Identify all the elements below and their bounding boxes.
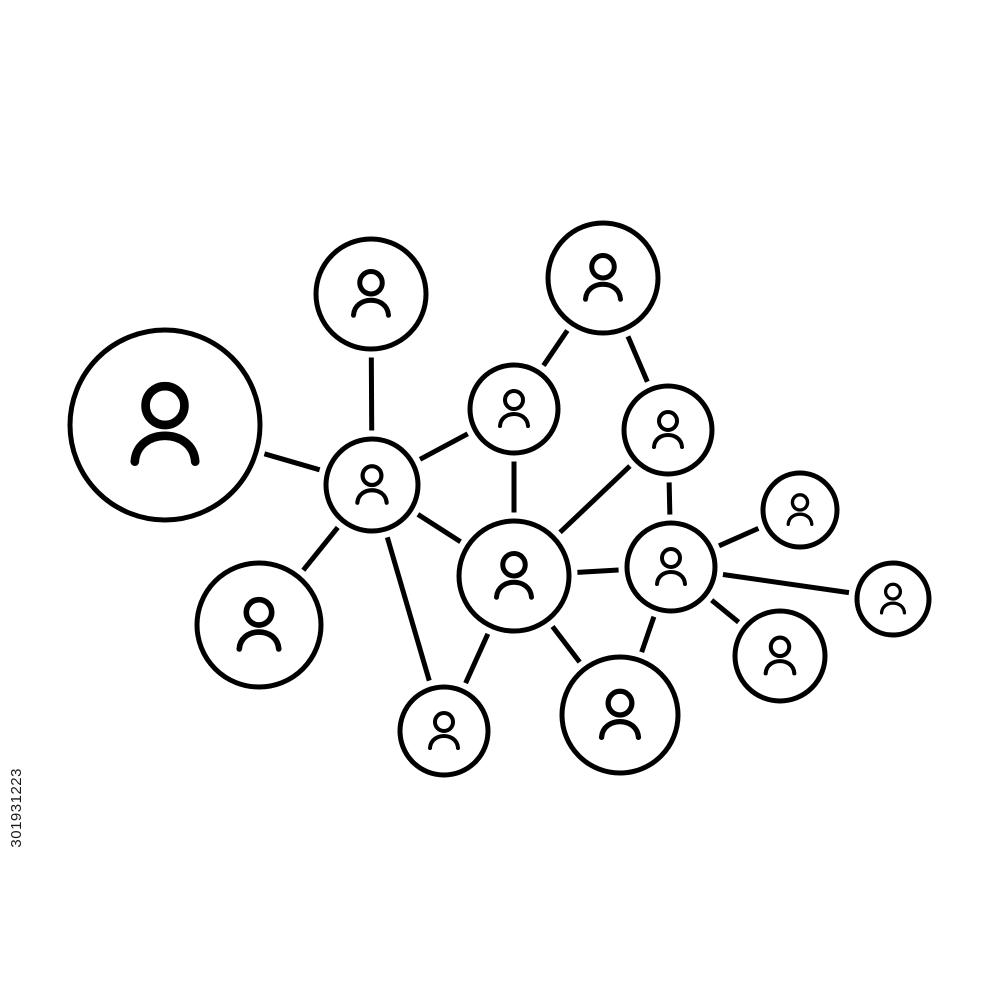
connection-line-n8-n11 [666,482,673,515]
connection-line-n11-n10 [639,615,657,653]
user-icon [652,410,684,449]
connection-line-n8-n9 [558,464,632,535]
connection-line-n9-n5 [463,632,491,685]
user-icon [351,269,391,318]
connection-lines [263,329,850,685]
person-node-small-far-right [854,560,932,638]
person-node-hub-left [323,436,421,534]
user-icon [583,253,623,302]
connection-line-n11-n12 [718,526,760,549]
connection-line-n6-n7 [541,329,570,367]
connection-line-n3-n6 [418,431,469,462]
stock-id-watermark: 301931223 [8,768,25,848]
user-icon [879,582,907,615]
person-node-bottom-left [194,560,324,690]
connection-line-n1-n3 [263,451,321,473]
user-icon [355,464,389,505]
user-icon [655,547,687,586]
person-node-top-right [545,220,661,336]
person-node-large-left [67,327,263,523]
person-node-center [456,518,572,634]
user-icon [130,381,200,467]
connection-line-n7-n8 [625,335,650,383]
connection-line-n11-n14 [710,598,741,625]
person-node-upper-right [621,383,715,477]
person-node-bottom-center [559,654,681,776]
user-icon [494,551,534,600]
user-icon [498,389,530,428]
user-icon [428,711,460,750]
user-icon [598,688,642,741]
person-node-top [313,236,429,352]
person-node-top-center [467,362,561,456]
connection-line-n3-n5 [384,536,432,682]
person-node-lower-right [732,608,828,704]
person-node-small-right-top [760,470,840,550]
person-node-hub-right [624,520,718,614]
user-icon [763,635,797,676]
user-icon [786,493,814,526]
user-icon [236,596,282,652]
person-nodes [67,220,932,778]
connection-line-n3-n9 [416,512,462,544]
connection-line-n3-n4 [301,525,340,572]
connection-line-n11-n13 [722,572,850,596]
person-node-bottom [397,684,491,778]
connection-line-n9-n10 [550,624,582,664]
connection-line-n9-n11 [577,567,619,575]
